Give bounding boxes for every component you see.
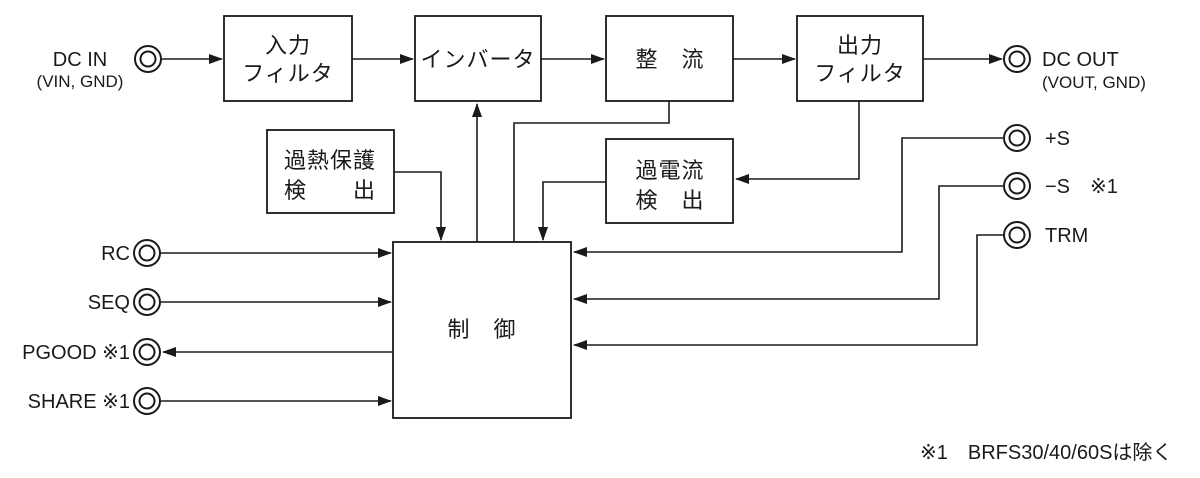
output-filter-block [796, 15, 924, 102]
dc-out-terminal [1003, 45, 1031, 73]
wire-outputfilter-to-overcurrent [735, 101, 860, 184]
overheat-detect-block [266, 129, 395, 214]
wire-rectifier-to-control [513, 101, 670, 242]
overcurrent-detect-block [605, 138, 734, 224]
wire-trm-to-control [573, 234, 1004, 350]
plus-s-label: +S [1045, 128, 1070, 150]
dc-in-terminal [134, 45, 162, 73]
wire-overcurrent-to-control [538, 181, 606, 241]
seq-label: SEQ [88, 292, 130, 314]
minus-s-label: −S ※1 [1045, 176, 1118, 198]
wire-minus-s-to-control [573, 185, 1004, 304]
plus-s-terminal [1003, 124, 1031, 152]
rectifier-label: 整 流 [635, 47, 704, 72]
pgood-terminal [133, 338, 161, 366]
seq-terminal [133, 288, 161, 316]
dc-out-label: DC OUT [1042, 49, 1119, 71]
overcurrent-detect-label-line2: 検 出 [635, 188, 704, 213]
overheat-detect-label-line1: 過熱保護 [284, 148, 376, 173]
dc-in-sublabel: (VIN, GND) [37, 72, 124, 91]
inverter-block [414, 15, 542, 102]
wire-overheat-to-control [394, 171, 446, 241]
dc-out-sublabel: (VOUT, GND) [1042, 73, 1146, 92]
overheat-detect-label-line2: 検 出 [284, 178, 376, 203]
input-filter-block [223, 15, 353, 102]
minus-s-terminal [1003, 172, 1031, 200]
rc-label: RC [101, 243, 130, 265]
pgood-label: PGOOD ※1 [22, 342, 130, 364]
wire-plus-s-to-control [573, 137, 1004, 257]
overcurrent-detect-label-line1: 過電流 [635, 158, 704, 183]
input-filter-label-line1: 入力 [265, 33, 311, 58]
rc-terminal [133, 239, 161, 267]
control-block [392, 241, 572, 419]
dc-in-label: DC IN [53, 49, 107, 71]
share-label: SHARE ※1 [28, 391, 130, 413]
control-label: 制 御 [447, 317, 516, 342]
output-filter-label-line2: フィルタ [814, 61, 906, 86]
trm-label: TRM [1045, 225, 1088, 247]
rectifier-block [605, 15, 734, 102]
output-filter-label-line1: 出力 [837, 33, 883, 58]
input-filter-label-line2: フィルタ [242, 61, 334, 86]
footnote: ※1 BRFS30/40/60Sは除く [920, 441, 1172, 464]
inverter-label: インバータ [420, 47, 535, 72]
trm-terminal [1003, 221, 1031, 249]
share-terminal [133, 387, 161, 415]
